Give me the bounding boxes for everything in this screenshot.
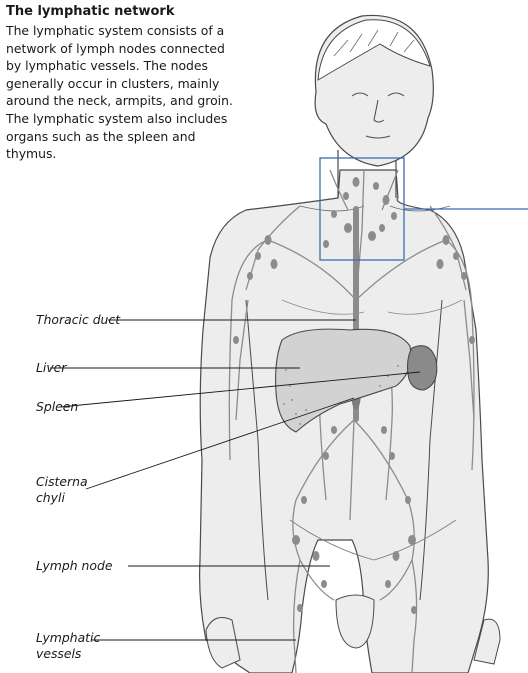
label-spleen: Spleen — [36, 399, 78, 415]
label-liver: Liver — [36, 360, 66, 376]
label-lymphatic-vessels: Lymphatic vessels — [36, 630, 100, 662]
label-vessels-line1: Lymphatic — [36, 630, 100, 646]
spleen-organ — [408, 346, 437, 390]
label-cisterna-line2: chyli — [36, 490, 88, 506]
label-cisterna-chyli: Cisterna chyli — [36, 474, 88, 506]
label-lymph-node: Lymph node — [36, 558, 112, 574]
label-vessels-line2: vessels — [36, 646, 100, 662]
label-thoracic-duct: Thoracic duct — [36, 312, 120, 328]
label-cisterna-line1: Cisterna — [36, 474, 88, 490]
